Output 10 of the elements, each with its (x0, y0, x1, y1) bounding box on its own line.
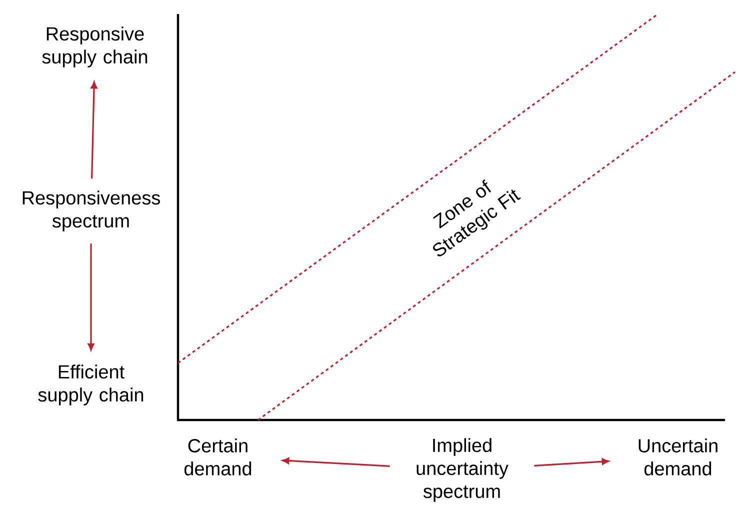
arrow (88, 244, 94, 350)
axis-label: Efficient supply chain (38, 364, 144, 406)
axis-label: Responsive supply chain (42, 26, 148, 68)
axis-label: Uncertain demand (638, 438, 718, 476)
axis-label: Responsiveness spectrum (22, 190, 160, 232)
axis-label: Certain demand (184, 438, 252, 476)
axis-label: Implied uncertainty spectrum (416, 438, 508, 502)
arrow (282, 457, 390, 467)
arrow (534, 458, 609, 466)
arrow (90, 82, 98, 178)
